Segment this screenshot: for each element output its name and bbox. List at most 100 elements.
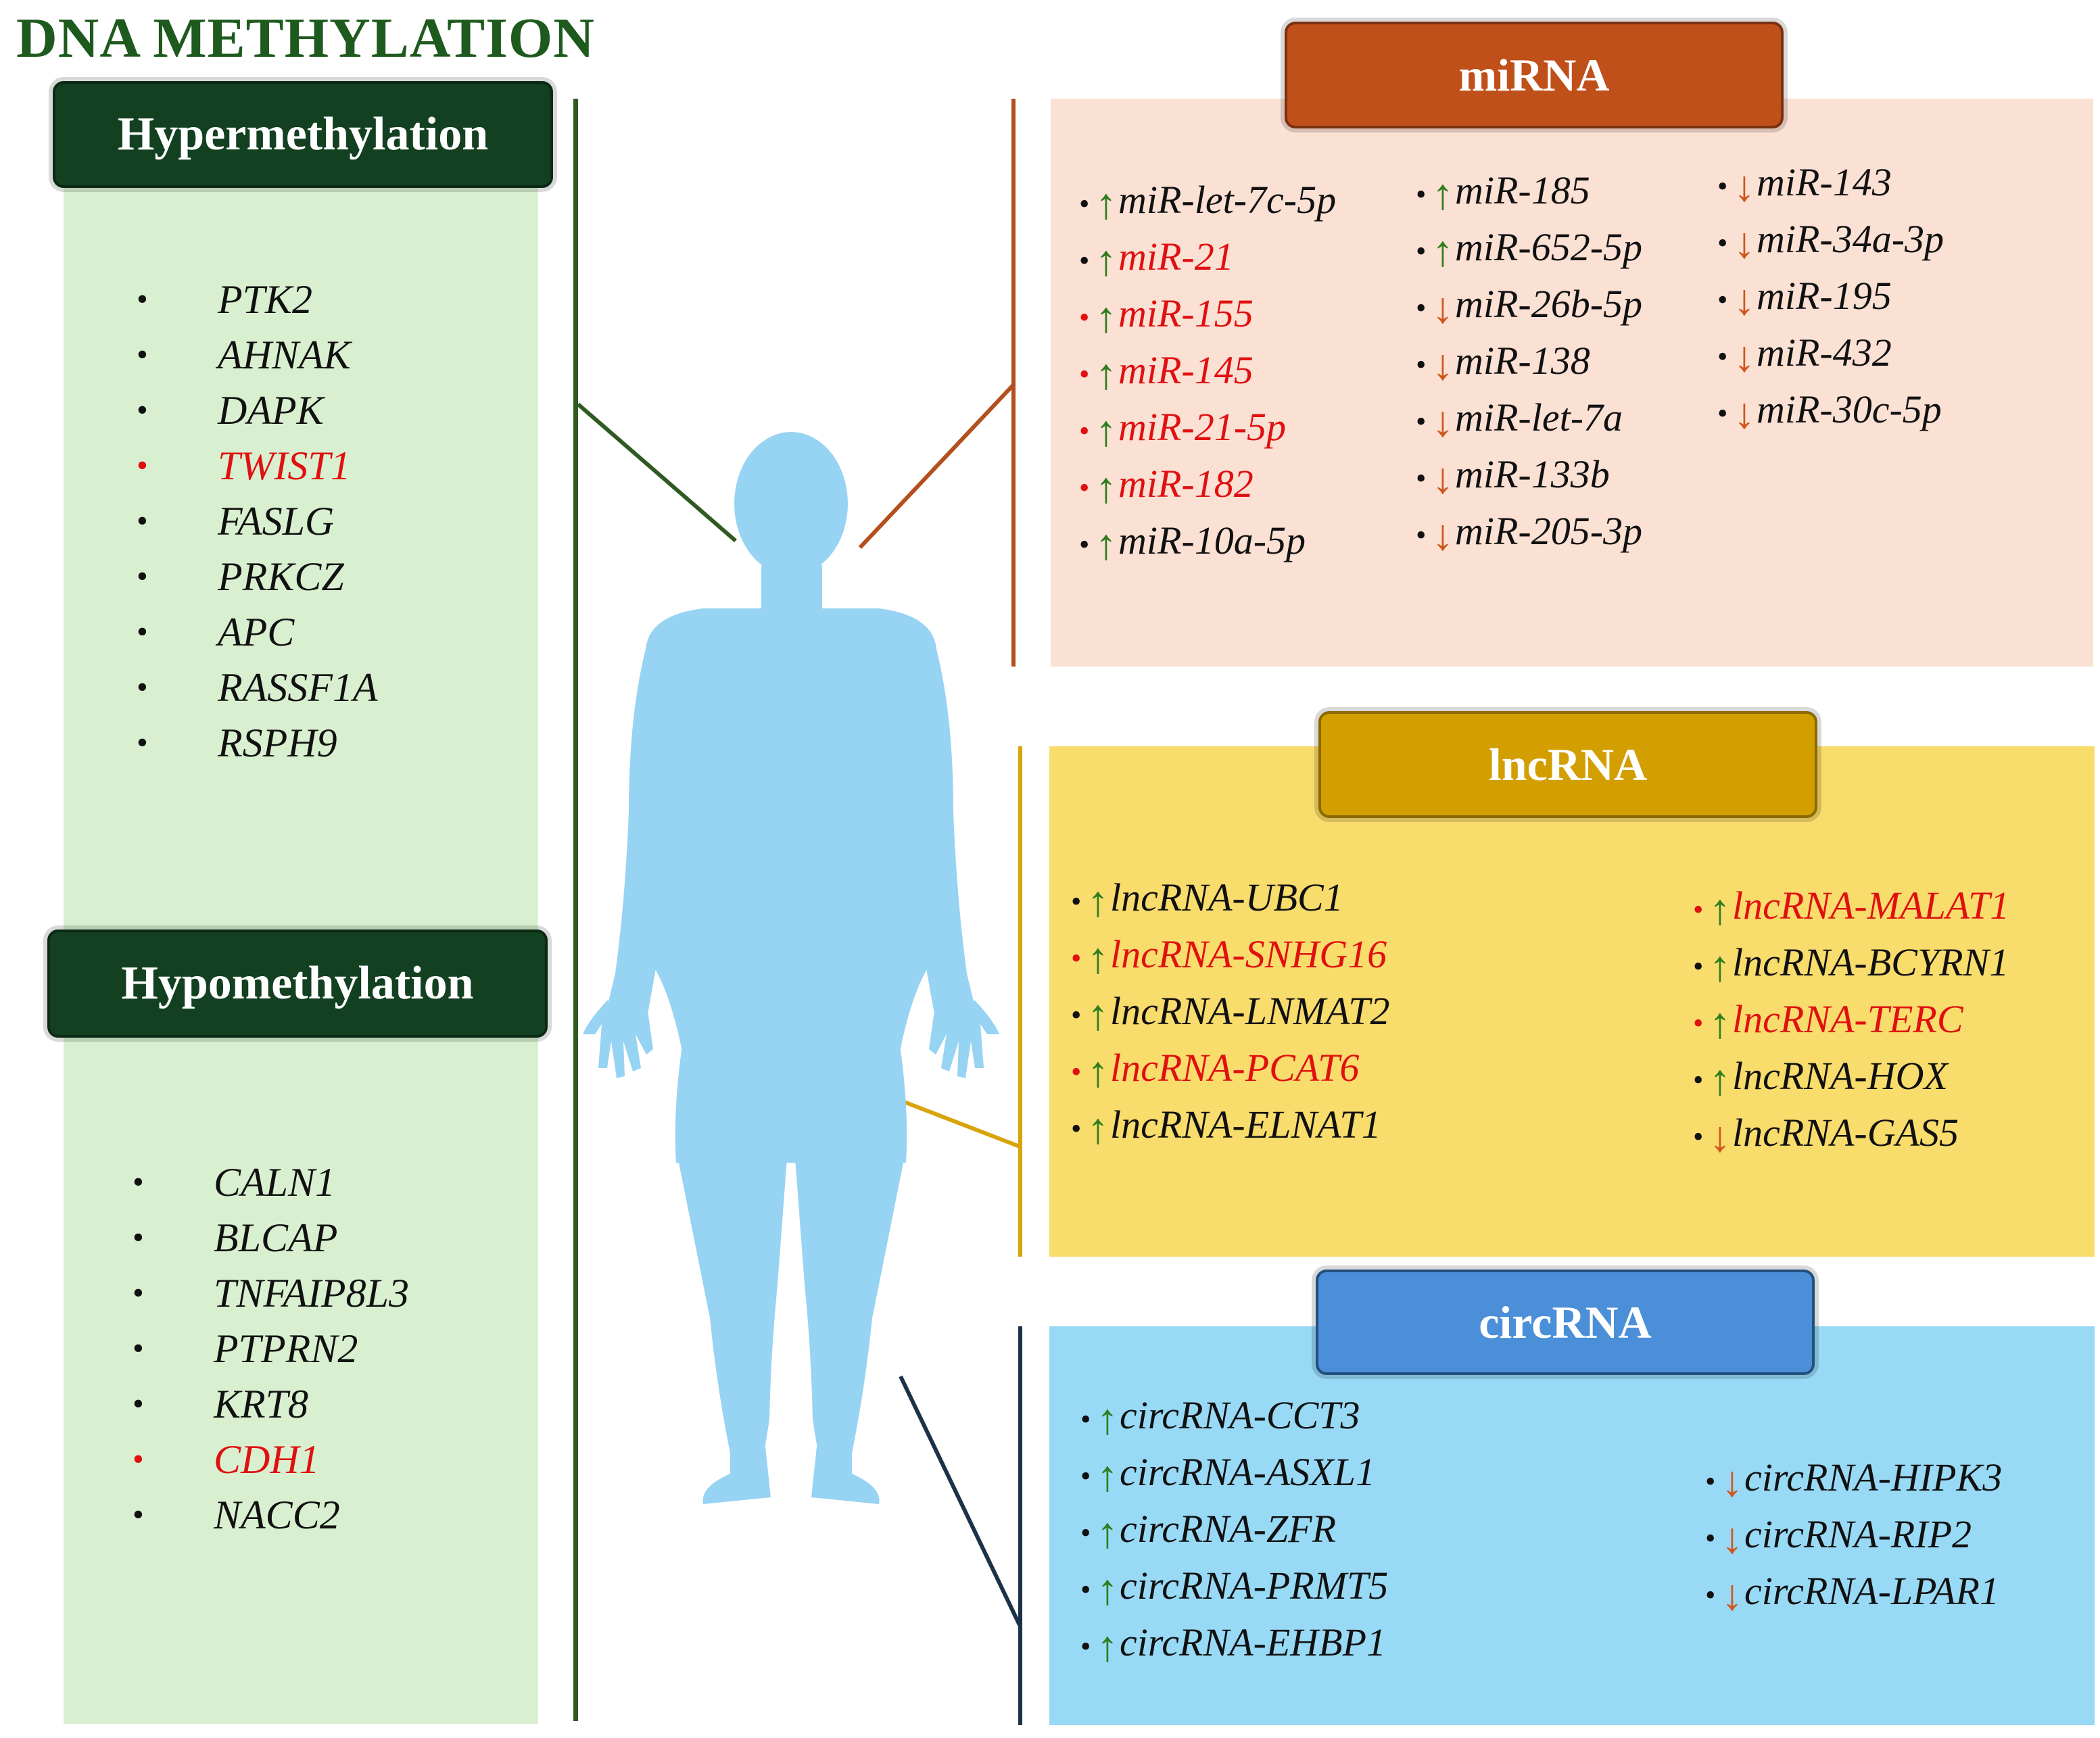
bullet-dot: • <box>1416 404 1427 438</box>
circrna-item: •↑circRNA-EHBP1 <box>1080 1614 1388 1671</box>
bullet-dot: • <box>1693 1063 1704 1096</box>
circrna-name: circRNA-ASXL1 <box>1120 1450 1375 1494</box>
circrna-header: circRNA <box>1316 1270 1815 1375</box>
mirna-item: •↓miR-34a-3p <box>1717 211 1944 268</box>
mirna-name: miR-let-7c-5p <box>1118 178 1337 222</box>
hypomethylation-gene-name: KRT8 <box>214 1382 309 1426</box>
lncrna-item: •↑lncRNA-BCYRN1 <box>1693 934 2009 991</box>
hypomethylation-gene-name: PTPRN2 <box>214 1326 358 1371</box>
mirna-header: miRNA <box>1285 22 1784 128</box>
bullet-dot: • <box>137 281 148 317</box>
up-arrow-icon: ↑ <box>1095 236 1117 285</box>
bullet-dot: • <box>1079 470 1090 504</box>
mirna-name: miR-195 <box>1757 274 1892 318</box>
circrna-name: circRNA-CCT3 <box>1120 1393 1360 1437</box>
bullet-dot: • <box>1079 187 1090 220</box>
mirna-item: •↑miR-652-5p <box>1416 219 1642 276</box>
up-arrow-icon: ↑ <box>1709 1055 1731 1104</box>
lncrna-bracket-line <box>1018 746 1022 1257</box>
mirna-name: miR-143 <box>1757 160 1892 204</box>
down-arrow-icon: ↓ <box>1734 218 1755 267</box>
bullet-dot: • <box>1416 461 1427 495</box>
circrna-item: •↓circRNA-LPAR1 <box>1705 1563 2002 1620</box>
bullet-dot: • <box>133 1164 144 1200</box>
hypomethylation-gene-name: NACC2 <box>214 1493 340 1537</box>
down-arrow-icon: ↓ <box>1432 283 1454 332</box>
bullet-dot: • <box>1079 300 1090 334</box>
hypermethylation-label: Hypermethylation <box>117 108 489 160</box>
down-arrow-icon: ↓ <box>1734 389 1755 437</box>
circrna-item: •↓circRNA-RIP2 <box>1705 1506 2002 1563</box>
hypermethylation-gene-name: FASLG <box>218 499 335 544</box>
bullet-dot: • <box>1080 1629 1091 1663</box>
bullet-dot: • <box>1079 243 1090 277</box>
mirna-name: miR-138 <box>1455 339 1590 383</box>
bullet-dot: • <box>137 558 148 594</box>
mirna-item: •↓miR-143 <box>1717 154 1944 211</box>
mirna-item: •↑miR-145 <box>1079 342 1336 399</box>
bullet-dot: • <box>137 669 148 705</box>
lncrna-name: lncRNA-ELNAT1 <box>1110 1103 1381 1146</box>
hypermethylation-gene-name: RASSF1A <box>218 665 378 710</box>
bullet-dot: • <box>137 448 148 483</box>
lncrna-list-col-1: •↑lncRNA-UBC1•↑lncRNA-SNHG16•↑lncRNA-LNM… <box>1071 869 1390 1153</box>
lncrna-label: lncRNA <box>1488 739 1648 790</box>
down-arrow-icon: ↓ <box>1721 1514 1743 1562</box>
mirna-item: •↑miR-182 <box>1079 456 1336 512</box>
hypomethylation-gene-name: CDH1 <box>214 1437 320 1482</box>
mirna-item: •↑miR-155 <box>1079 285 1336 342</box>
up-arrow-icon: ↑ <box>1097 1395 1118 1443</box>
lncrna-item: •↑lncRNA-PCAT6 <box>1071 1040 1390 1096</box>
mirna-item: •↓miR-133b <box>1416 446 1642 503</box>
hypermethylation-gene-name: DAPK <box>218 388 324 433</box>
mirna-item: •↓miR-138 <box>1416 333 1642 389</box>
up-arrow-icon: ↑ <box>1095 406 1117 455</box>
connector-dna <box>577 402 737 543</box>
lncrna-name: lncRNA-SNHG16 <box>1110 932 1387 976</box>
up-arrow-icon: ↑ <box>1095 349 1117 398</box>
mirna-item: •↓miR-30c-5p <box>1717 381 1944 438</box>
hypomethylation-gene-name: BLCAP <box>214 1215 338 1260</box>
bullet-dot: • <box>137 725 148 761</box>
bullet-dot: • <box>133 1386 144 1422</box>
bullet-dot: • <box>137 503 148 539</box>
bullet-dot: • <box>133 1330 144 1366</box>
bullet-dot: • <box>133 1220 144 1255</box>
connector-mirna <box>858 382 1016 550</box>
up-arrow-icon: ↑ <box>1087 1104 1109 1153</box>
down-arrow-icon: ↓ <box>1721 1457 1743 1505</box>
lncrna-item: •↑lncRNA-TERC <box>1693 991 2009 1048</box>
hypermethylation-gene-name: RSPH9 <box>218 721 337 765</box>
mirna-name: miR-133b <box>1455 452 1610 496</box>
hypomethylation-label: Hypomethylation <box>121 957 474 1009</box>
lncrna-panel <box>1049 746 2095 1257</box>
circrna-name: circRNA-HIPK3 <box>1744 1455 2003 1499</box>
lncrna-name: lncRNA-MALAT1 <box>1732 884 2010 927</box>
hypomethylation-panel <box>64 1000 538 1724</box>
up-arrow-icon: ↑ <box>1095 179 1117 228</box>
mirna-list-col-3: •↓miR-143•↓miR-34a-3p•↓miR-195•↓miR-432•… <box>1717 154 1944 438</box>
lncrna-item: •↑lncRNA-MALAT1 <box>1693 877 2009 934</box>
bullet-dot: • <box>1705 1464 1716 1498</box>
hypermethylation-gene-name: APC <box>218 610 295 654</box>
circrna-name: circRNA-PRMT5 <box>1120 1564 1389 1608</box>
bullet-dot: • <box>1071 1055 1082 1088</box>
mirna-name: miR-205-3p <box>1455 509 1643 553</box>
bullet-dot: • <box>1080 1572 1091 1606</box>
down-arrow-icon: ↓ <box>1432 397 1454 445</box>
circrna-list-col-2: •↓circRNA-HIPK3 •↓circRNA-RIP2•↓circRNA-L… <box>1705 1449 2002 1620</box>
hypermethylation-gene-name: PTK2 <box>218 277 313 322</box>
bullet-dot: • <box>1071 941 1082 975</box>
mirna-item: •↓miR-let-7a <box>1416 389 1642 446</box>
connector-circrna <box>899 1375 1022 1626</box>
up-arrow-icon: ↑ <box>1095 520 1117 569</box>
bullet-dot: • <box>1080 1459 1091 1493</box>
lncrna-name: lncRNA-LNMAT2 <box>1110 989 1390 1033</box>
down-arrow-icon: ↓ <box>1432 340 1454 389</box>
up-arrow-icon: ↑ <box>1709 998 1731 1047</box>
mirna-name: miR-21-5p <box>1118 405 1287 449</box>
circrna-item: •↑circRNA-CCT3 <box>1080 1387 1388 1444</box>
bullet-dot: • <box>1416 177 1427 211</box>
mirna-name: miR-145 <box>1118 348 1254 392</box>
